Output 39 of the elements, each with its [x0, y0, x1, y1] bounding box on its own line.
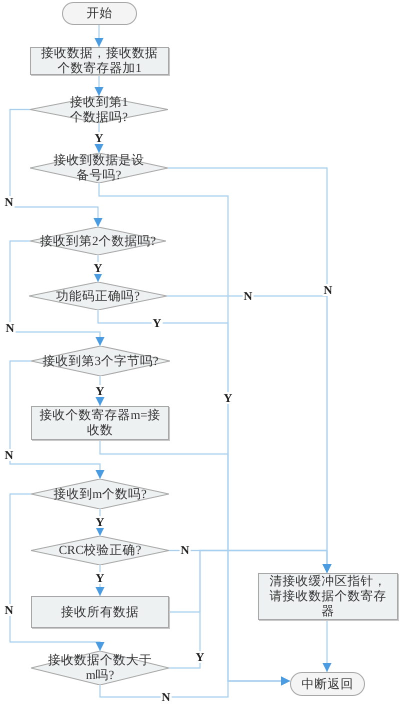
decision-diamond: 接收到第1个数据吗? [30, 96, 168, 123]
terminal-shape: 开始 [62, 2, 137, 25]
edge-label: N [160, 691, 172, 703]
arrow [94, 75, 104, 96]
edge-label: N [322, 284, 334, 296]
arrow [99, 676, 290, 698]
decision-diamond: 接收到m个数吗? [31, 479, 169, 509]
edge-label: Y [194, 651, 206, 663]
edge-label: Y [94, 572, 106, 584]
edge-label: Y [94, 385, 106, 397]
arrow [9, 360, 104, 479]
edge-label: N [242, 290, 254, 302]
arrow [9, 493, 104, 651]
arrow [94, 25, 104, 47]
process-box: 接收数据，接收数据个数寄存器加1 [30, 47, 169, 75]
edge-label: Y [94, 516, 106, 528]
edge-label: N [4, 322, 16, 334]
edge-label: Y [222, 392, 234, 404]
edge-label: N [4, 196, 14, 208]
arrow [9, 108, 102, 227]
terminal-shape: 中断返回 [290, 672, 365, 696]
decision-diamond: 功能码正确吗? [29, 282, 167, 310]
process-box: 清接收缓冲区指针，请接收数据个数寄存器 [258, 573, 398, 620]
edge-label: N [4, 604, 14, 616]
arrow [169, 550, 332, 669]
process-box: 接收个数寄存器m=接收数 [31, 406, 169, 440]
arrow [9, 240, 104, 346]
edge-label: Y [92, 262, 104, 274]
decision-diamond: 接收到数据是设备号吗? [30, 153, 168, 183]
process-box: 接收所有数据 [31, 596, 169, 628]
decision-diamond: 接收到第2个数据吗? [30, 227, 166, 255]
decision-diamond: CRC校验正确? [31, 536, 169, 565]
decision-diamond: 接收到第3个字节吗? [31, 346, 170, 376]
edge-label: Y [94, 132, 104, 144]
edge-label: N [4, 449, 14, 461]
edge-label: N [180, 544, 190, 556]
arrow [322, 620, 332, 672]
edge-label: Y [152, 317, 162, 329]
decision-diamond: 接收数据个数大于m吗? [31, 651, 169, 685]
